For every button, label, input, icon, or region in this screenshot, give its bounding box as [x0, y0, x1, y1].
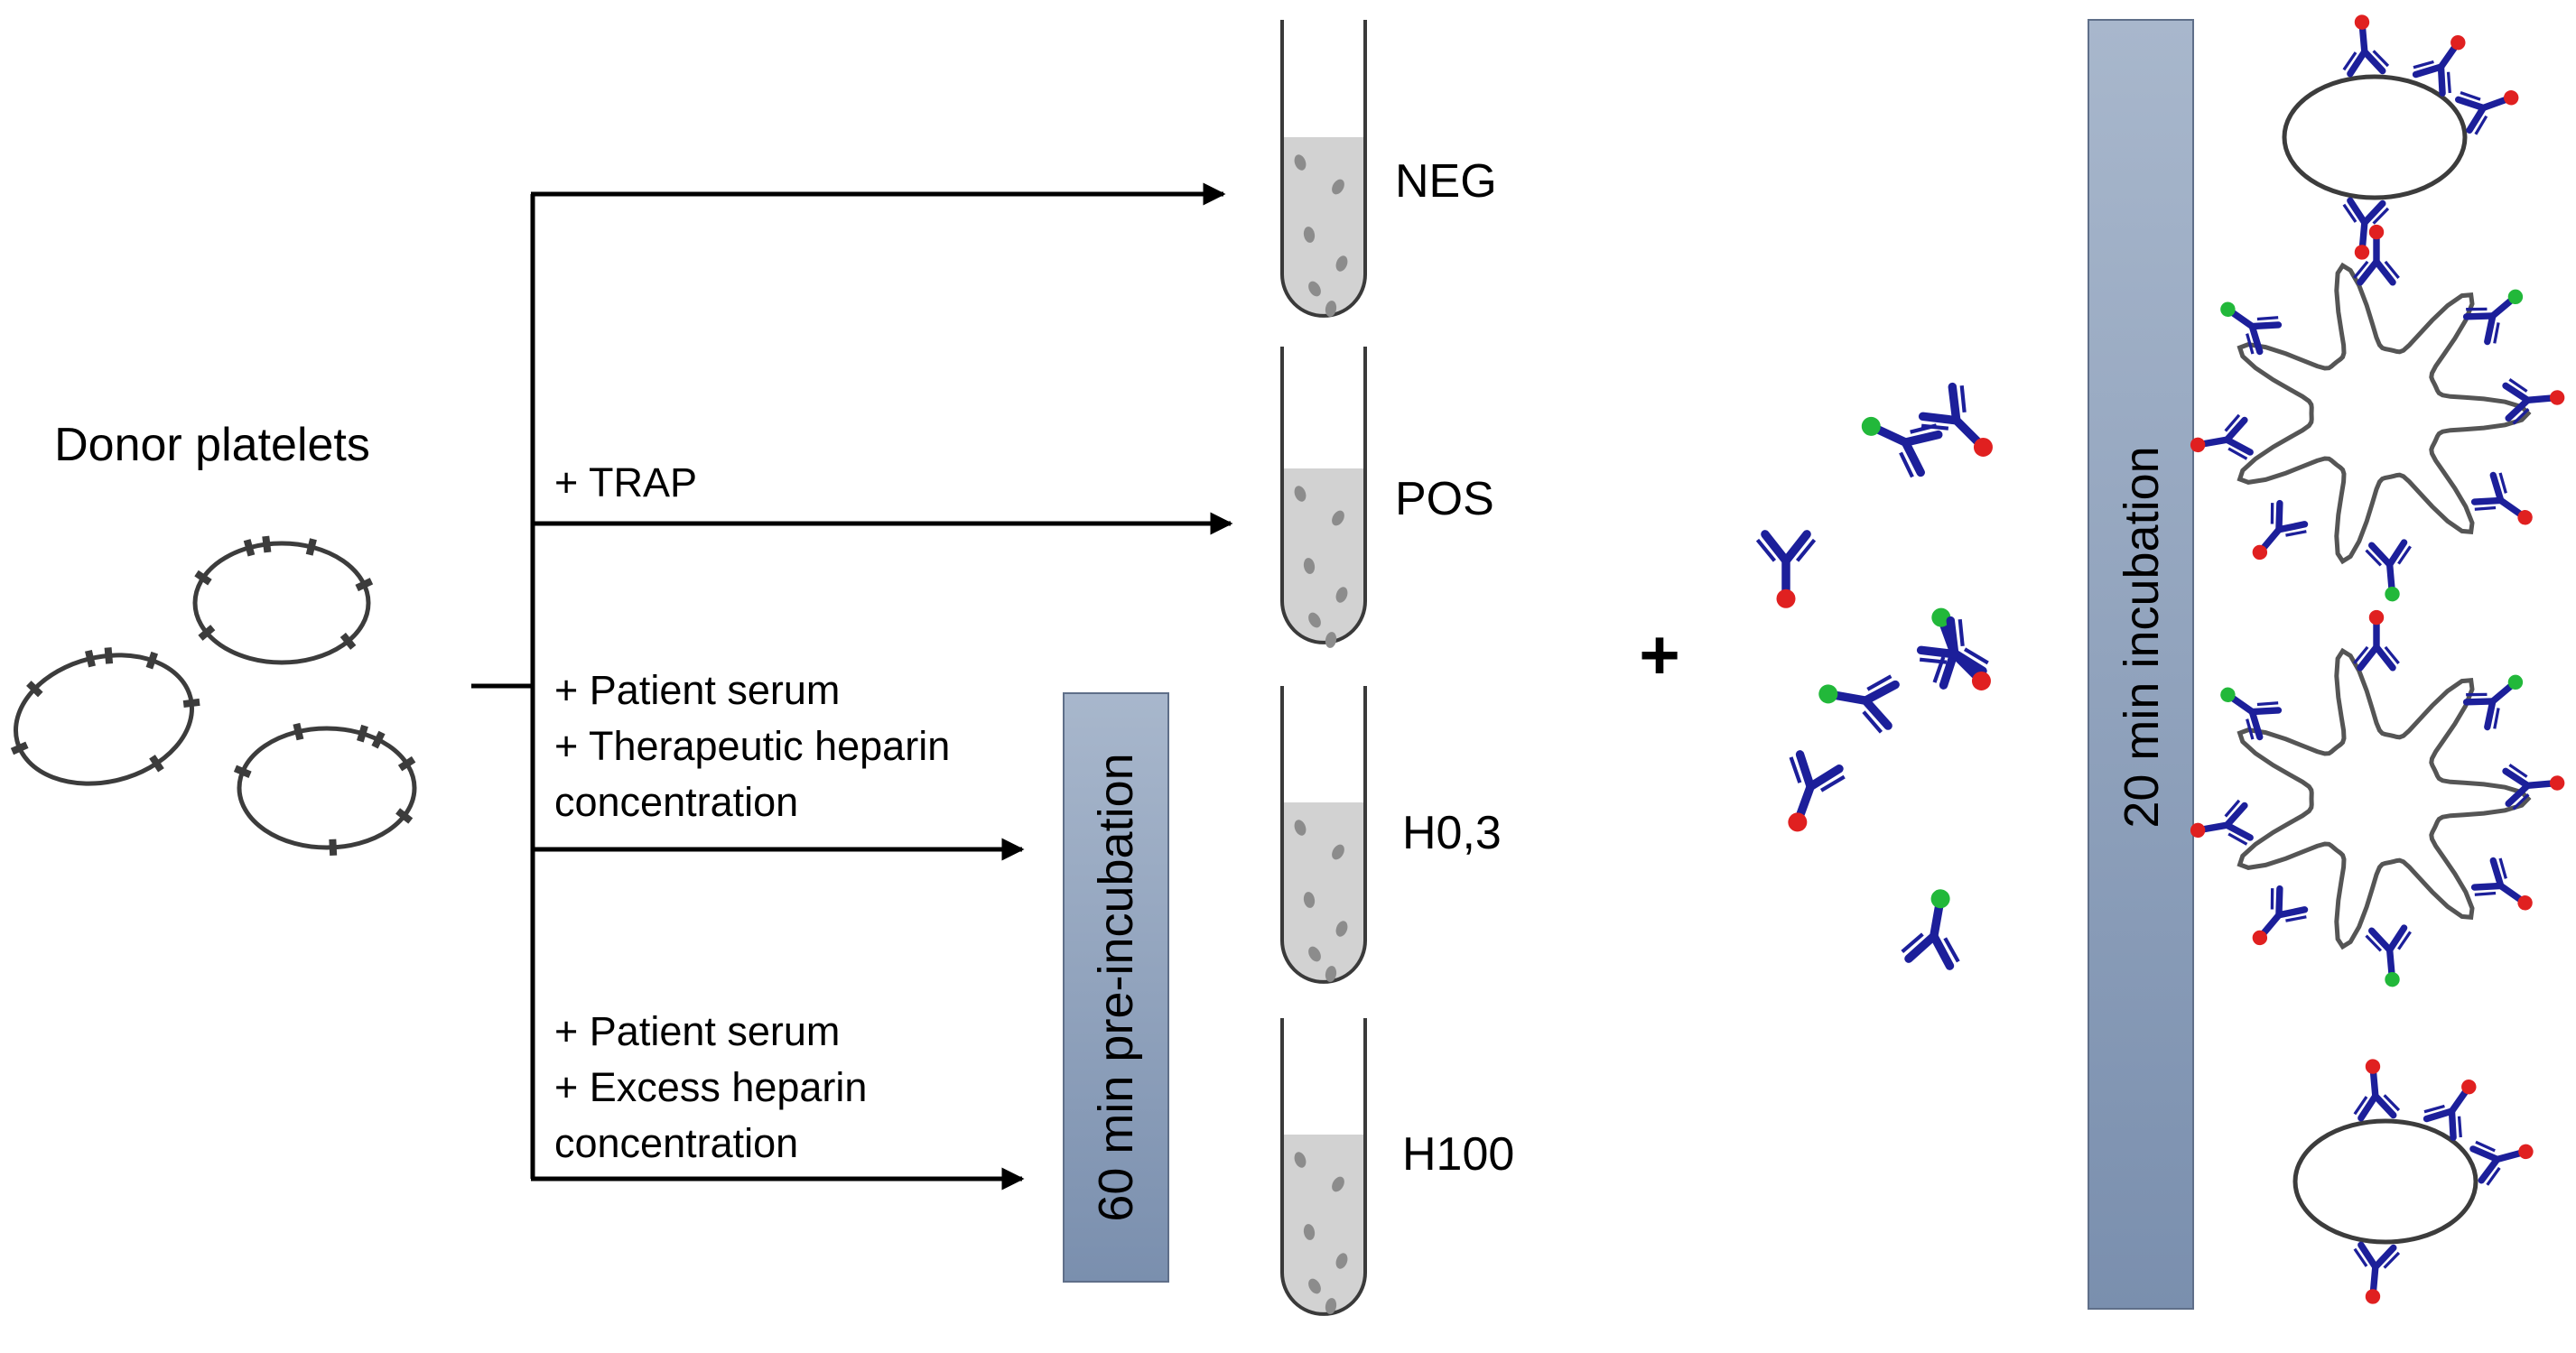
antibody-icon	[2423, 1080, 2477, 1141]
sample-tube	[1280, 20, 1367, 318]
branch-lines	[471, 182, 1233, 1191]
antibody-icon	[2190, 799, 2254, 846]
antibody-icon	[2353, 1241, 2401, 1304]
antibody-icon	[2353, 224, 2400, 286]
antibody-icon	[1755, 530, 1817, 608]
antibody-icon	[2252, 885, 2309, 946]
activated-platelet	[2190, 224, 2565, 602]
antibody-icon	[2252, 499, 2309, 561]
branch-notes-h100: + Patient serum + Excess heparin concentra…	[554, 1008, 867, 1166]
antibody-icon	[2502, 764, 2565, 811]
antibody-icon	[1918, 382, 1993, 457]
sample-tube	[1280, 1018, 1367, 1316]
antibody-icon	[1901, 889, 1960, 970]
plus-sign: +	[1639, 615, 1680, 694]
tube-label-pos: POS	[1395, 473, 1494, 525]
antibody-icon	[2454, 90, 2519, 135]
resting-platelet	[2282, 14, 2519, 260]
antibody-icon	[2190, 413, 2254, 460]
antibody-icon	[2342, 14, 2390, 78]
labeled-platelets	[2190, 14, 2565, 1304]
antibody-icon	[2412, 35, 2466, 97]
donor-platelet	[233, 722, 417, 857]
incubation-bar: 20 min incubation	[2088, 19, 2194, 1310]
branch-note-line: + Patient serum	[554, 1008, 840, 1054]
antibody-icon	[2353, 1059, 2401, 1122]
antibody-icon	[2462, 674, 2524, 731]
antibody-icon	[2502, 378, 2565, 425]
donor-platelet	[192, 535, 374, 665]
antibody-icon	[2469, 1140, 2534, 1186]
branch-note-line: + Excess heparin	[554, 1064, 867, 1110]
antibody-icon	[2365, 539, 2412, 602]
donor-platelet-cells	[10, 535, 417, 857]
antibody-icon	[2353, 609, 2400, 672]
tube-label-neg: NEG	[1395, 155, 1497, 208]
antibody-icon	[1861, 416, 1943, 478]
antibody-icon	[1818, 674, 1900, 734]
activated-platelet	[2190, 609, 2565, 987]
branch-note-line: + Patient serum	[554, 667, 840, 713]
donor-platelets-group: Donor platelets	[10, 419, 417, 857]
branch-note-line: concentration	[554, 1120, 798, 1166]
free-antibodies	[1755, 382, 1993, 970]
branch-notes-pos: + TRAP	[554, 459, 697, 505]
antibody-icon	[1788, 750, 1846, 832]
antibody-icon	[2220, 687, 2283, 741]
preincubation-bar: 60 min pre-incubation	[1063, 692, 1169, 1283]
antibody-icon	[2342, 197, 2390, 260]
antibody-icon	[1916, 616, 1991, 690]
antibody-icon	[2462, 289, 2524, 346]
branch-note-line: + TRAP	[554, 459, 697, 505]
incubation-label: 20 min incubation	[2115, 446, 2169, 828]
resting-platelet	[2292, 1059, 2534, 1304]
branch-note-line: concentration	[554, 779, 798, 825]
tube-label-h03: H0,3	[1402, 807, 1502, 859]
tube-label-h100: H100	[1402, 1128, 1514, 1181]
antibody-icon	[2220, 301, 2283, 356]
sample-tube	[1280, 347, 1367, 648]
donor-platelet	[10, 647, 200, 786]
antibody-icon	[2470, 857, 2533, 911]
preincubation-label: 60 min pre-incubation	[1089, 753, 1143, 1221]
sample-tubes	[1280, 20, 1367, 1316]
antibody-icon	[2365, 924, 2412, 987]
sample-tube	[1280, 686, 1367, 984]
branch-notes-h03: + Patient serum + Therapeutic heparin conc…	[554, 667, 950, 825]
donor-platelets-label: Donor platelets	[54, 419, 370, 471]
antibody-icon	[2470, 471, 2533, 525]
branch-note-line: + Therapeutic heparin	[554, 723, 950, 769]
